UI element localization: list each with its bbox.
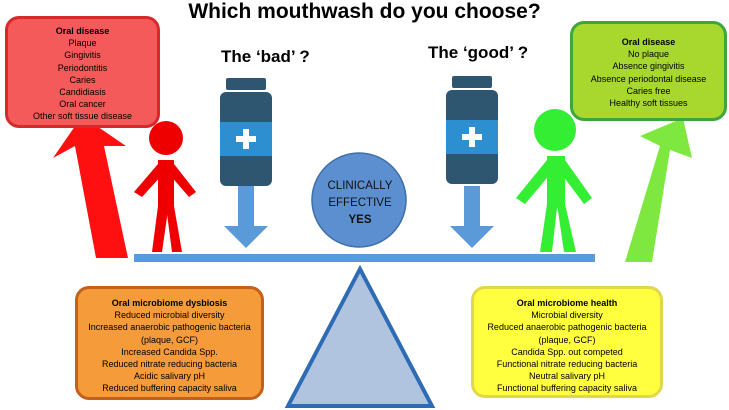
down-arrow-right: [450, 186, 494, 248]
box-item: Increased Candida Spp.: [121, 346, 218, 357]
center-line-2: EFFECTIVE: [328, 197, 392, 209]
box-item: Candida Spp. out competed: [511, 346, 623, 357]
red-figure-icon: [134, 121, 196, 252]
box-item: Reduced anaerobic pathogenic bacteria: [487, 322, 647, 333]
box-item: Functional buffering capacity saliva: [497, 383, 637, 394]
clinically-effective-text: CLINICALLY EFFECTIVE YES: [311, 178, 409, 229]
red-up-arrow: [53, 116, 128, 258]
box-item: Increased anaerobic pathogenic bacteria: [88, 322, 251, 333]
box-item: Caries: [69, 74, 96, 85]
bad-label: The ‘bad’ ?: [221, 47, 310, 66]
box-item: Reduced buffering capacity saliva: [102, 383, 237, 394]
clinically-effective-circle: [311, 152, 407, 248]
medicine-bottle-icon: [220, 78, 272, 186]
box-item: Reduced nitrate reducing bacteria: [101, 359, 238, 370]
fulcrum-triangle: [284, 264, 436, 408]
box-item: (plaque, GCF): [538, 334, 596, 345]
box-heading: Oral disease: [621, 37, 676, 47]
box-item: Gingivitis: [64, 50, 101, 61]
medicine-bottle-icon: [446, 76, 498, 184]
green-up-arrow: [625, 118, 692, 262]
box-item: No plaque: [627, 49, 670, 60]
center-line-3: YES: [348, 214, 372, 226]
box-item: Plaque: [68, 38, 97, 49]
box-item: Acidic salivary pH: [133, 371, 206, 382]
box-item: Reduced microbial diversity: [114, 310, 225, 321]
green-figure-icon: [516, 109, 592, 252]
down-arrow-left: [224, 186, 268, 248]
box-heading: Oral microbiome dysbiosis: [111, 298, 228, 308]
box-item: Candidiasis: [59, 87, 106, 98]
oral-disease-box-left: Oral disease Plaque Gingivitis Periodont…: [5, 16, 160, 128]
box-heading: Oral disease: [55, 26, 110, 36]
box-item: Functional nitrate reducing bacteria: [496, 359, 638, 370]
box-item: Absence periodontal disease: [590, 73, 707, 84]
dysbiosis-box: Oral microbiome dysbiosis Reduced microb…: [75, 286, 264, 400]
microbiome-health-box: Oral microbiome health Microbial diversi…: [471, 286, 663, 398]
box-item: Neutral salivary pH: [528, 371, 606, 382]
box-item: Healthy soft tissues: [609, 98, 688, 109]
box-item: (plaque, GCF): [140, 334, 199, 345]
box-item: Caries free: [626, 85, 671, 96]
box-item: Absence gingivitis: [612, 61, 685, 72]
box-item: Microbial diversity: [531, 310, 603, 321]
box-item: Other soft tissue disease: [32, 111, 133, 122]
box-item: Periodontitis: [57, 62, 108, 73]
seesaw-beam: [134, 254, 595, 262]
box-heading: Oral microbiome health: [516, 298, 618, 308]
page-title: Which mouthwash do you choose?: [188, 0, 541, 23]
oral-disease-box-right: Oral disease No plaque Absence gingiviti…: [570, 21, 727, 121]
center-line-1: CLINICALLY: [327, 180, 393, 192]
box-item: Oral cancer: [59, 99, 106, 110]
good-label: The ‘good’ ?: [428, 43, 529, 62]
